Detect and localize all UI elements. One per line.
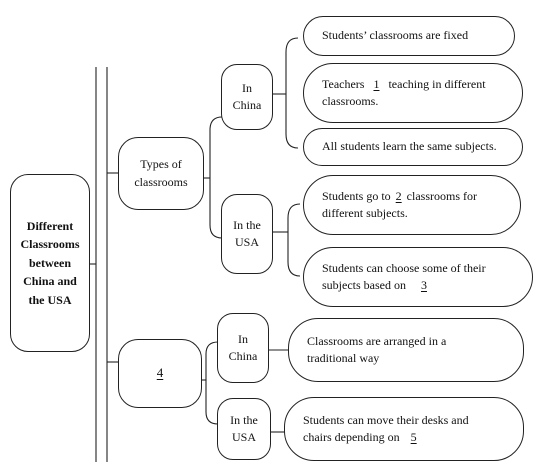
leaf-text: Students’ classrooms are fixed	[322, 28, 469, 43]
region-label: China	[232, 98, 262, 112]
leaf-teachers-blank-1: Teachers 1 teaching in different classro…	[303, 63, 523, 123]
branch-blank-4: 4	[118, 339, 202, 408]
root-line: Different	[26, 218, 74, 233]
leaf-text-part: Students can choose some of their	[322, 260, 486, 275]
blank-2: 2	[395, 188, 402, 203]
region-label: USA	[231, 430, 256, 444]
root-node: Different Classrooms between China and t…	[10, 174, 90, 352]
leaf-text-part: teaching in different	[388, 76, 486, 91]
leaf-text-part: different subjects.	[322, 206, 408, 220]
leaf-move-desks-blank-5: Students can move their desks and chairs…	[284, 397, 524, 461]
branch-label: Types of	[140, 157, 182, 172]
leaf-text-part: Teachers	[322, 76, 365, 91]
leaf-text: Students go to 2 classrooms for differen…	[322, 188, 506, 223]
leaf-arranged-traditional: Classrooms are arranged in a traditional…	[288, 318, 524, 382]
leaf-text-part: subjects based on	[322, 278, 406, 292]
leaf-text-part: classrooms for	[406, 188, 477, 203]
region-in-the-usa: In the USA	[221, 194, 273, 274]
root-line: Classrooms	[20, 237, 80, 252]
region-label: USA	[234, 235, 259, 249]
branch-label: classrooms	[134, 174, 188, 189]
leaf-text-part: traditional way	[307, 351, 380, 365]
blank-5: 5	[410, 430, 417, 444]
leaf-text-part: chairs depending on	[303, 430, 400, 444]
leaf-text: Students can choose some of their subjec…	[322, 260, 518, 295]
region-in-the-usa-2: In the USA	[217, 398, 271, 460]
leaf-text: All students learn the same subjects.	[322, 139, 497, 154]
leaf-students-go-blank-2: Students go to 2 classrooms for differen…	[303, 175, 521, 235]
blank-3: 3	[420, 278, 427, 292]
leaf-text: Teachers 1 teaching in different classro…	[322, 76, 508, 111]
region-label: In the	[230, 412, 258, 427]
leaf-text-part: Students go to	[322, 188, 391, 203]
leaf-classrooms-fixed: Students’ classrooms are fixed	[303, 16, 515, 56]
region-label: In	[242, 80, 252, 95]
root-line: the USA	[28, 292, 72, 307]
root-line: between	[29, 255, 71, 270]
leaf-text-part: Students can move their desks and	[303, 412, 469, 427]
blank-1: 1	[373, 76, 380, 91]
root-line: China and	[23, 274, 77, 289]
region-label: In	[238, 331, 248, 346]
leaf-text: Classrooms are arranged in a traditional…	[307, 333, 446, 368]
region-label: China	[228, 349, 258, 363]
branch-types-of-classrooms: Types of classrooms	[118, 137, 204, 210]
leaf-choose-subjects-blank-3: Students can choose some of their subjec…	[303, 247, 533, 307]
blank-4: 4	[156, 365, 164, 381]
region-in-china-2: In China	[217, 313, 269, 383]
region-label: In the	[233, 217, 261, 232]
leaf-text: Students can move their desks and chairs…	[303, 412, 509, 447]
region-in-china: In China	[221, 64, 273, 130]
leaf-text-part: classrooms.	[322, 94, 379, 108]
leaf-text-part: Classrooms are arranged in a	[307, 333, 447, 348]
leaf-same-subjects: All students learn the same subjects.	[303, 128, 523, 166]
